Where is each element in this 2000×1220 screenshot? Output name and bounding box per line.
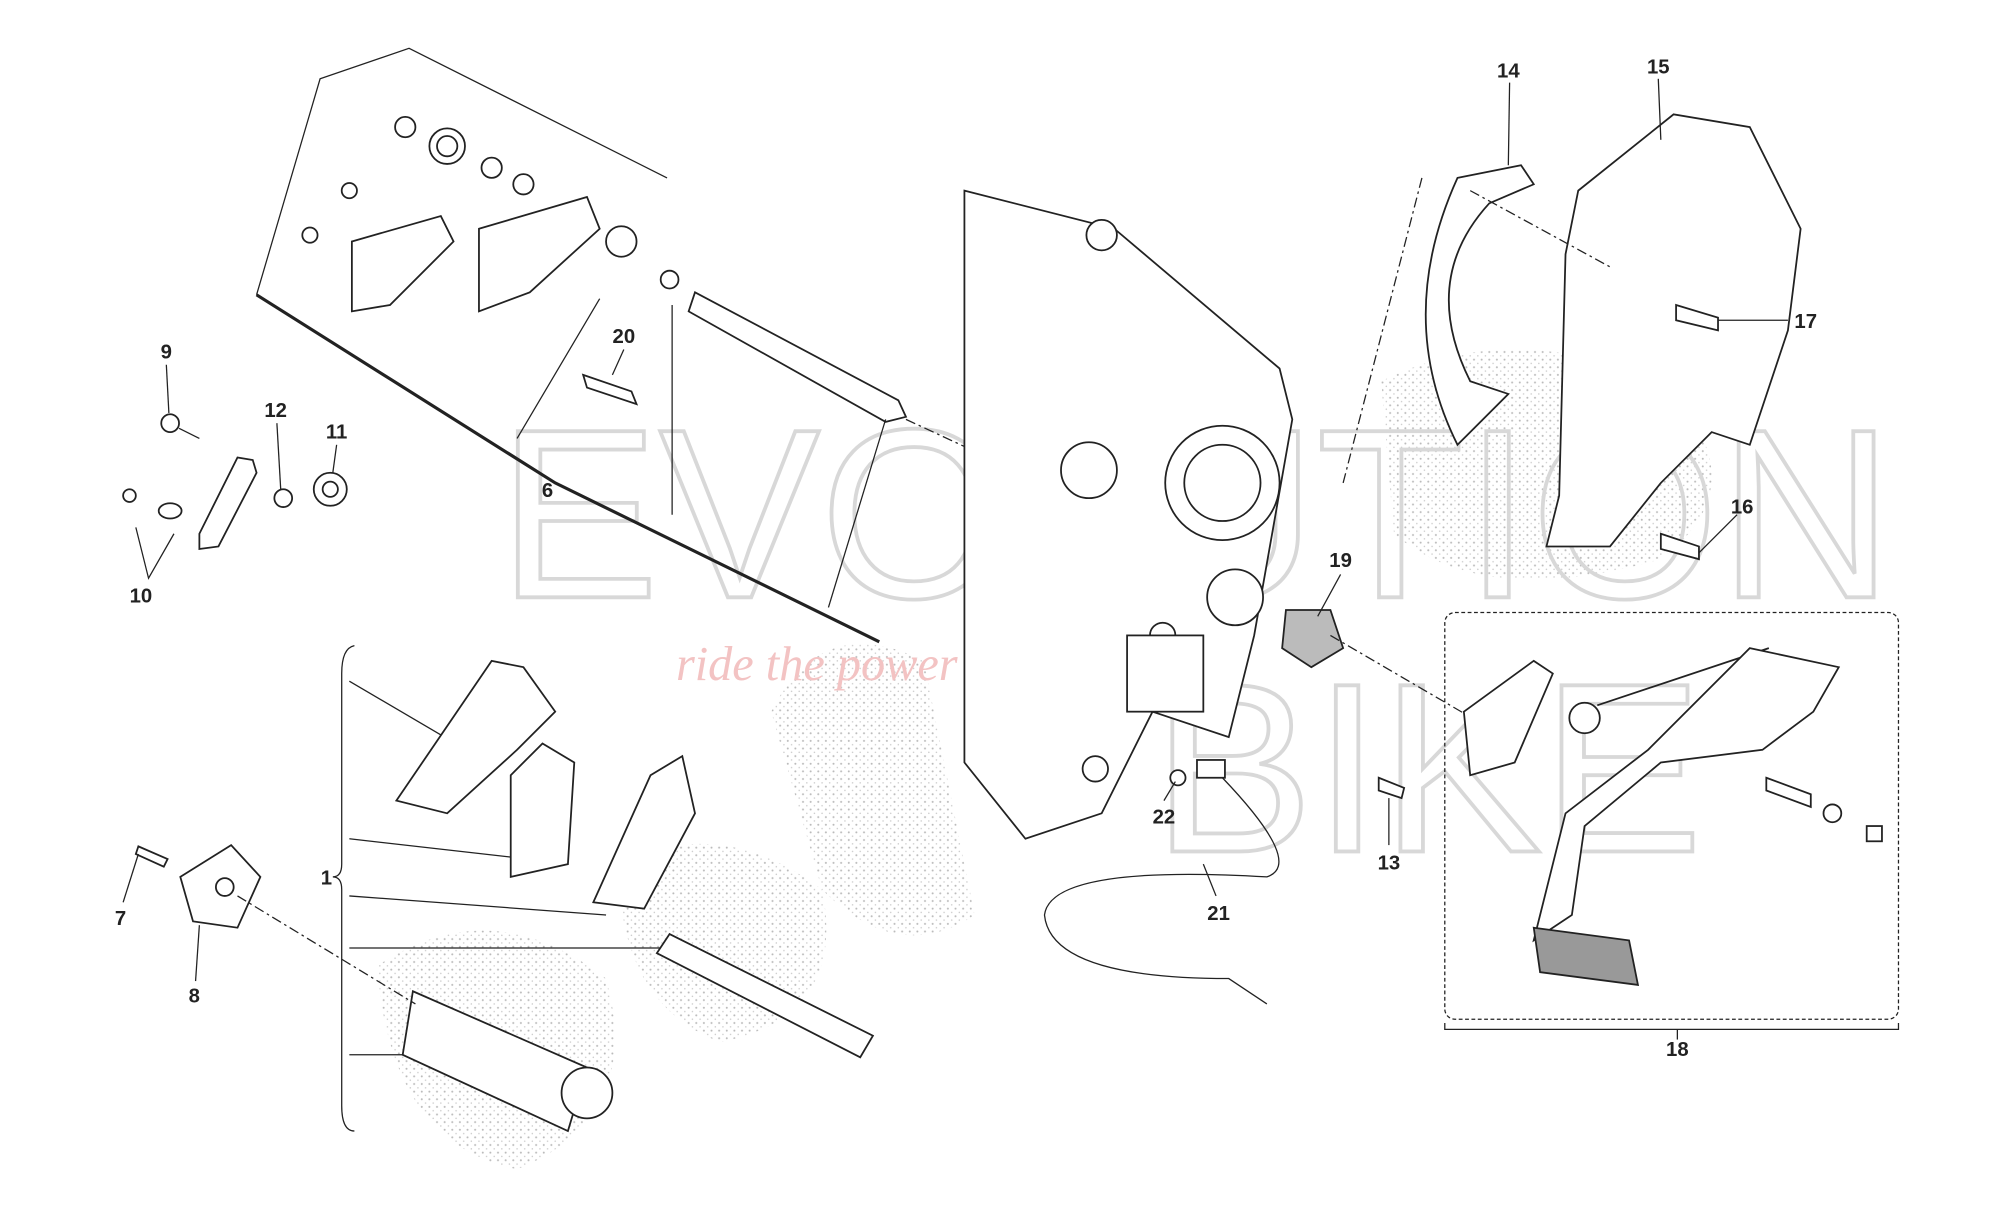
gear-lever-assembly (1377, 611, 1900, 1040)
label-20: 20 (613, 326, 636, 348)
shift-drum-assembly (134, 644, 875, 1133)
leader-lines (122, 78, 1788, 982)
label-16: 16 (1731, 496, 1754, 518)
label-6: 6 (542, 480, 553, 502)
label-7: 7 (115, 908, 126, 930)
label-13: 13 (1378, 852, 1401, 874)
label-21: 21 (1207, 903, 1230, 925)
sprocket-covers (1342, 113, 1802, 561)
label-8: 8 (189, 986, 200, 1008)
watermark-tagline: ride the power (676, 638, 958, 691)
crankcase-cover (963, 189, 1484, 1005)
label-9: 9 (161, 341, 172, 363)
label-10: 10 (130, 585, 153, 607)
callout-labels: 1 6 7 8 9 10 11 12 13 14 15 16 17 18 19 … (115, 57, 1817, 1061)
label-11: 11 (326, 421, 348, 443)
label-17: 17 (1794, 311, 1817, 333)
label-15: 15 (1647, 57, 1670, 79)
label-1: 1 (321, 867, 332, 889)
shift-arm-parts (122, 413, 348, 580)
label-14: 14 (1497, 61, 1520, 83)
label-22: 22 (1153, 806, 1176, 828)
label-12: 12 (264, 400, 287, 422)
label-18: 18 (1666, 1039, 1689, 1061)
shift-shaft-assembly (255, 47, 1153, 644)
label-19: 19 (1329, 550, 1352, 572)
